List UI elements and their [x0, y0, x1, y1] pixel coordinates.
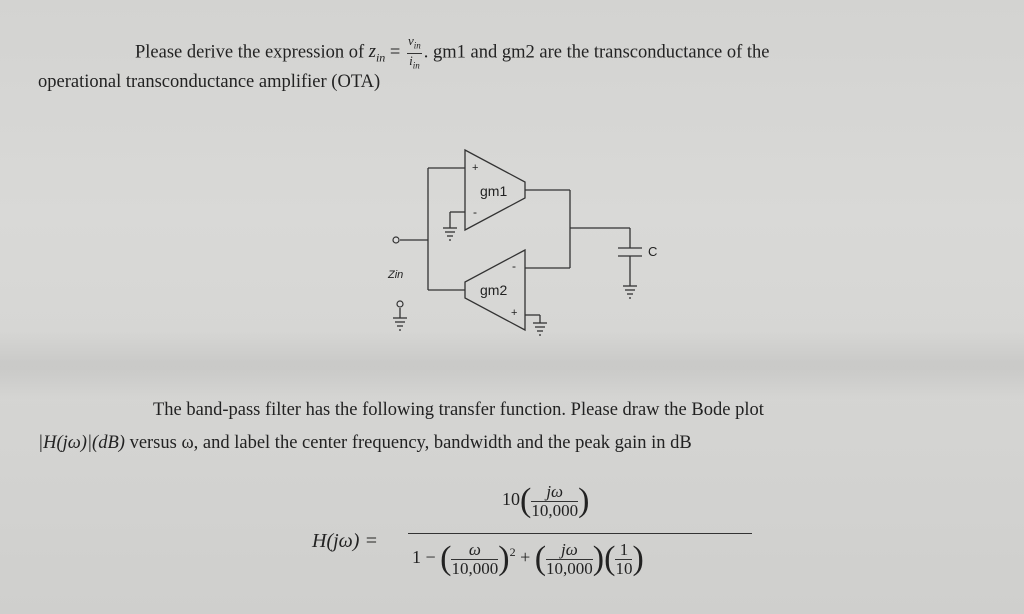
- svg-text:-: -: [473, 205, 477, 219]
- equals-sign: =: [389, 42, 401, 63]
- background-shadow: [0, 330, 1024, 400]
- formula-lhs: H(jω) =: [312, 530, 378, 552]
- input-terminal: [392, 236, 400, 244]
- zin-label: Zin: [387, 269, 403, 281]
- magnitude-expression: |H(jω)|(dB): [38, 433, 125, 453]
- gm1-label: gm1: [480, 183, 507, 199]
- problem1-line1: Please derive the expression of zin = vi…: [135, 34, 770, 72]
- ground-symbols: [393, 227, 637, 336]
- problem1-intro: Please derive the expression of: [135, 42, 365, 63]
- problem2-rest: versus ω, and label the center frequency…: [124, 433, 692, 453]
- fraction-bar: [408, 533, 752, 534]
- svg-text:-: -: [512, 259, 516, 273]
- capacitor-label: C: [648, 244, 657, 259]
- svg-text:+: +: [472, 162, 478, 174]
- zin-expression: zin: [368, 42, 386, 66]
- ota-circuit-diagram: gm1 gm2 + - - + C Zin: [387, 148, 657, 336]
- gm2-amplifier: [464, 248, 526, 332]
- problem2-line2: |H(jω)|(dB) versus ω, and label the cent…: [38, 433, 692, 454]
- problem2-line1: The band-pass filter has the following t…: [153, 400, 764, 420]
- problem1-line2: operational transconductance amplifier (…: [38, 72, 381, 92]
- problem1-tail: . gm1 and gm2 are the transconductance o…: [423, 42, 770, 63]
- ground-terminal: [396, 300, 404, 308]
- gm1-amplifier: [464, 148, 526, 232]
- vin-over-iin-fraction: vin iin: [406, 33, 422, 71]
- gm2-label: gm2: [480, 282, 507, 298]
- svg-text:+: +: [511, 307, 517, 319]
